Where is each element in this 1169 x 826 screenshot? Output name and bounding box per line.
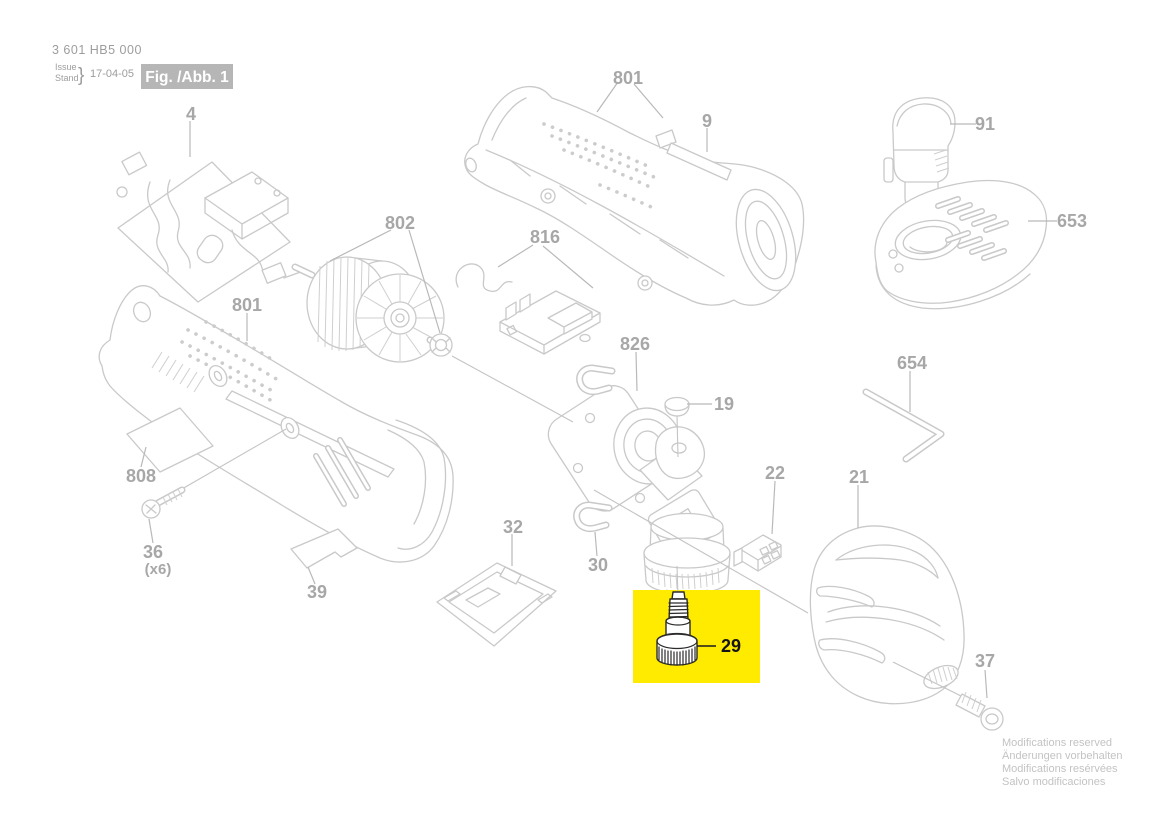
callout-21: 21	[849, 467, 869, 487]
part-816-module	[455, 263, 601, 355]
callout-801-left: 801	[232, 295, 262, 315]
document-number: 3 601 HB5 000	[52, 43, 142, 57]
callout-653: 653	[1057, 211, 1087, 231]
part-654-hex-key	[862, 388, 945, 463]
part-39-sticker	[290, 528, 358, 569]
spindle-knurl-ring	[923, 664, 959, 690]
charger-vents	[935, 196, 1009, 261]
callout-labels: 4 801 9 91 653 802 816 826 19 654 801 80…	[126, 68, 1087, 671]
part-30-clip-upper	[576, 364, 616, 396]
part-37-screw	[955, 691, 1004, 731]
figure-badge-label: Fig. /Abb. 1	[145, 69, 229, 86]
grip-ribs	[313, 437, 371, 507]
part-801-top-housing	[464, 85, 805, 306]
header: 3 601 HB5 000 Issue Stand } 17-04-05 Fig…	[52, 43, 233, 89]
highlight-box	[633, 590, 760, 683]
part-21-cover	[809, 525, 965, 705]
callout-4: 4	[186, 104, 196, 124]
callout-32: 32	[503, 517, 523, 537]
callout-36: 36	[143, 542, 163, 562]
axis-line-to-screw-37	[892, 661, 964, 698]
issue-label: Issue	[55, 62, 77, 72]
part-29-highlight-group	[633, 565, 760, 683]
part-802-motor	[291, 256, 453, 363]
callout-826: 826	[620, 334, 650, 354]
callout-802: 802	[385, 213, 415, 233]
part-22-slider	[733, 534, 782, 572]
part-9-label-strip	[666, 142, 732, 181]
part-30-clip-lower	[573, 501, 613, 533]
stand-label: Stand	[55, 73, 79, 83]
part-826-gearhead	[547, 385, 731, 598]
callout-36-qty: (x6)	[145, 561, 172, 578]
callout-22: 22	[765, 463, 785, 483]
callout-37: 37	[975, 651, 995, 671]
callout-9: 9	[702, 111, 712, 131]
footer-line-fr: Modifications resérvées	[1002, 763, 1118, 775]
part-808-sticker	[126, 407, 214, 473]
motor-nut	[429, 333, 453, 357]
callout-30: 30	[588, 555, 608, 575]
part-91-battery	[883, 97, 956, 212]
callout-801-top: 801	[613, 68, 643, 88]
leader-lines	[140, 81, 1057, 699]
part-653-charger	[874, 179, 1048, 310]
part-4-switch-assembly	[116, 151, 307, 303]
footer-line-de: Änderungen vorbehalten	[1002, 750, 1122, 762]
footer-line-en: Modifications reserved	[1002, 737, 1112, 749]
footer-legal: Modifications reserved Änderungen vorbeh…	[1002, 737, 1122, 788]
part-801-left-housing	[98, 285, 454, 563]
part-32-bottom-cover	[436, 562, 557, 647]
callout-19: 19	[714, 394, 734, 414]
footer-line-es: Salvo modificaciones	[1002, 776, 1106, 788]
callout-816: 816	[530, 227, 560, 247]
callout-808: 808	[126, 466, 156, 486]
callout-654: 654	[897, 353, 927, 373]
part-29-screw	[656, 591, 698, 666]
part-36-screw	[141, 428, 287, 519]
issue-date: 17-04-05	[90, 68, 134, 80]
callout-39: 39	[307, 582, 327, 602]
brace-glyph: }	[78, 65, 84, 86]
callout-91: 91	[975, 114, 995, 134]
figure-badge	[141, 64, 233, 89]
callout-29-highlighted: 29	[721, 636, 741, 656]
assembly-axis-lines	[451, 355, 809, 614]
